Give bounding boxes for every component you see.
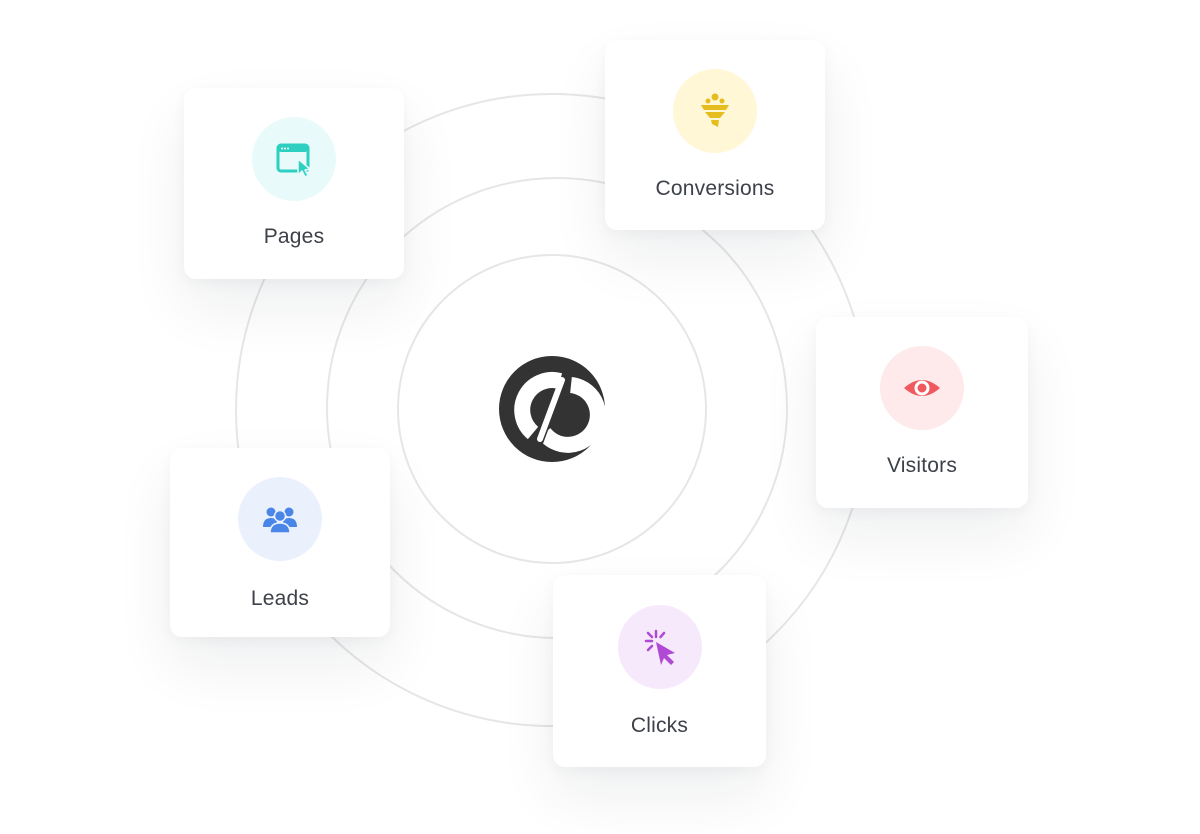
eye-icon <box>904 380 940 396</box>
node-badge <box>238 477 322 561</box>
node-badge <box>880 346 964 430</box>
browser-cursor-icon <box>276 143 311 178</box>
users-icon <box>263 507 297 534</box>
node-label: Visitors <box>886 454 958 477</box>
node-label: Clicks <box>630 714 689 737</box>
node-label: Pages <box>263 225 325 248</box>
hub-logo <box>499 356 605 462</box>
node-badge <box>617 605 702 689</box>
click-cursor-icon <box>644 629 675 665</box>
node-card-pages: Pages <box>184 88 404 279</box>
orbit-ring-inner <box>397 254 707 564</box>
node-label: Conversions <box>655 177 775 200</box>
node-card-conversions: Conversions <box>605 40 825 230</box>
node-card-leads: Leads <box>170 448 390 637</box>
node-badge <box>673 69 757 153</box>
unbounce-logo-icon <box>514 372 605 453</box>
node-badge <box>252 117 336 201</box>
node-card-clicks: Clicks <box>553 575 766 767</box>
node-label: Leads <box>250 587 310 610</box>
funnel-icon <box>701 93 729 127</box>
node-card-visitors: Visitors <box>816 317 1028 508</box>
